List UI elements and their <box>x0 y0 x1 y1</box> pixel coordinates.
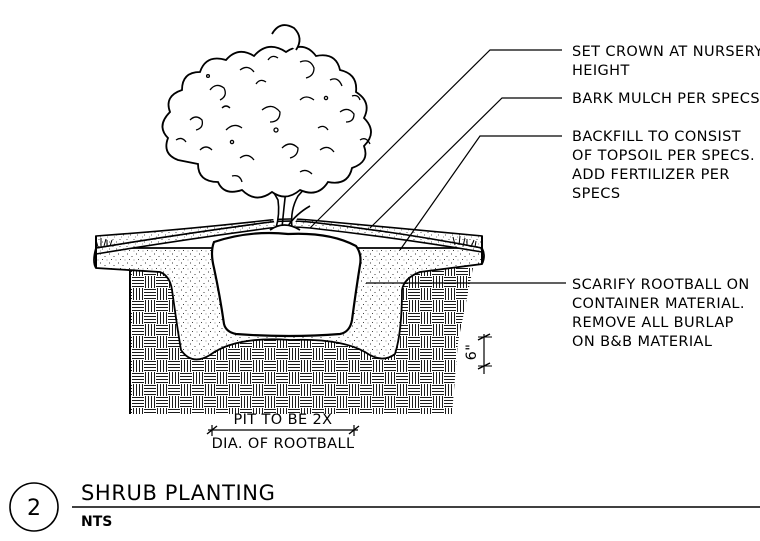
note-crown: SET CROWN AT NURSERY HEIGHT <box>572 44 760 79</box>
leader-backfill <box>399 135 562 251</box>
bark-mulch <box>95 218 483 268</box>
note-backfill-line-4: SPECS <box>572 186 620 202</box>
pit-width-label-bottom: DIA. OF ROOTBALL <box>212 436 355 452</box>
detail-scale: NTS <box>81 514 112 530</box>
note-backfill-line-1: BACKFILL TO CONSIST <box>572 129 741 145</box>
note-mulch-line-1: BARK MULCH PER SPECS <box>572 91 760 107</box>
depth-dimension-label: 6" <box>464 344 480 361</box>
leader-crown <box>309 49 562 229</box>
detail-title: SHRUB PLANTING <box>81 481 276 505</box>
depth-dimension: 6" <box>464 333 492 374</box>
detail-number-circle <box>9 482 59 532</box>
leader-mulch <box>369 97 562 229</box>
note-backfill-line-2: OF TOPSOIL PER SPECS. <box>572 148 755 164</box>
shrub-foliage <box>161 24 372 199</box>
note-mulch: BARK MULCH PER SPECS <box>572 91 760 107</box>
note-rootball: SCARIFY ROOTBALL ON CONTAINER MATERIAL. … <box>572 277 750 350</box>
note-crown-line-1: SET CROWN AT NURSERY <box>572 44 760 60</box>
note-rootball-line-3: REMOVE ALL BURLAP <box>572 315 734 331</box>
shrub-leaf-detail <box>175 55 371 183</box>
pit-width-label-top: PIT TO BE 2X <box>233 412 332 428</box>
shrub <box>161 24 372 231</box>
note-rootball-line-2: CONTAINER MATERIAL. <box>572 296 745 312</box>
detail-number: 2 <box>27 496 41 521</box>
note-rootball-line-1: SCARIFY ROOTBALL ON <box>572 277 750 293</box>
leader-lines <box>309 49 566 284</box>
note-backfill: BACKFILL TO CONSIST OF TOPSOIL PER SPECS… <box>572 129 755 202</box>
note-crown-line-2: HEIGHT <box>572 63 630 79</box>
note-backfill-line-3: ADD FERTILIZER PER <box>572 167 730 183</box>
pit-width-dimension: PIT TO BE 2X DIA. OF ROOTBALL <box>206 412 360 452</box>
rootball <box>210 231 362 338</box>
grass-tufts <box>95 235 477 248</box>
title-block: 2 SHRUB PLANTING NTS <box>9 481 760 532</box>
note-rootball-line-4: ON B&B MATERIAL <box>572 334 712 350</box>
